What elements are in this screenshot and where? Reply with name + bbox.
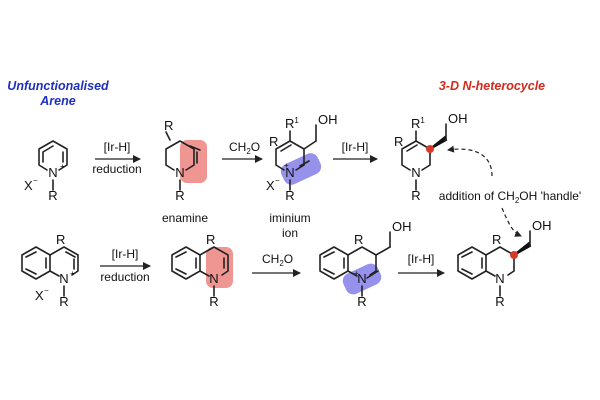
atom-OH: OH [318, 112, 338, 127]
arrow4-reagent: [Ir-H] [112, 247, 139, 261]
quinoline-iminium-structure: R OH N + R [319, 219, 412, 309]
arrow3-reagent: [Ir-H] [342, 140, 369, 154]
handle-arrow-bottom [501, 207, 522, 237]
atom-N: N [59, 271, 68, 286]
iminium-ion-structure: R1 R OH N + R X − [266, 112, 338, 203]
atom-N: N [357, 271, 366, 286]
iminium-highlight [342, 263, 382, 295]
header-3d-n-heterocycle: 3-D N-heterocycle [439, 79, 545, 93]
dihydroquinoline-structure: R N R [171, 232, 233, 309]
counterion-minus: − [275, 176, 280, 185]
atom-OH: OH [448, 111, 468, 126]
atom-R: R [269, 134, 278, 149]
atom-R: R [492, 232, 501, 247]
atom-N: N [209, 271, 218, 286]
counterion-minus: − [44, 286, 49, 295]
atom-R: R [495, 294, 504, 309]
atom-R: R [394, 134, 403, 149]
atom-N: N [495, 271, 504, 286]
label-enamine: enamine [162, 211, 208, 225]
counterion-minus: − [33, 176, 38, 185]
header-unfunctionalised-arene: Unfunctionalised [7, 79, 109, 93]
charge-plus: + [70, 269, 75, 278]
charge-plus: + [284, 161, 289, 170]
header-arene: Arene [39, 94, 75, 108]
atom-R: R [206, 232, 215, 247]
atom-R1: R1 [285, 116, 299, 131]
atom-OH: OH [532, 218, 552, 233]
charge-plus: + [60, 162, 65, 171]
atom-R: R [59, 294, 68, 309]
enamine-highlight [206, 247, 233, 288]
atom-R: R [209, 294, 218, 309]
arrow1-reagent: [Ir-H] [104, 140, 131, 154]
enamine-structure: R N R [164, 118, 207, 203]
atom-R: R [285, 188, 294, 203]
atom-N: N [411, 165, 420, 180]
counterion-X: X [24, 178, 33, 193]
quinolinium-structure: R N + R X − [21, 232, 79, 309]
stereocenter-dot [426, 145, 434, 153]
atom-R1: R1 [411, 116, 425, 131]
handle-arrow-top [447, 145, 493, 177]
tetrahydropyridine-product: R1 R OH N R [394, 111, 468, 203]
atom-N: N [48, 165, 57, 180]
iminium-highlight [280, 153, 322, 185]
atom-R: R [411, 188, 420, 203]
atom-R: R [354, 232, 363, 247]
stereocenter-dot [510, 251, 518, 259]
counterion-X: X [266, 178, 275, 193]
arrow2-reagent: CH2O [229, 140, 260, 156]
arrow4-condition: reduction [100, 270, 149, 284]
atom-R: R [164, 118, 173, 133]
label-ion: ion [282, 226, 298, 240]
atom-R: R [175, 188, 184, 203]
atom-R: R [357, 294, 366, 309]
arrow6-reagent: [Ir-H] [408, 252, 435, 266]
charge-plus: + [354, 269, 359, 278]
atom-N: N [285, 165, 294, 180]
label-iminium: iminium [269, 211, 310, 225]
tetrahydroquinoline-product: R OH N R [457, 218, 552, 309]
atom-OH: OH [392, 219, 412, 234]
atom-N: N [175, 165, 184, 180]
counterion-X: X [35, 288, 44, 303]
atom-R: R [48, 188, 57, 203]
pyridinium-structure: N + R X − [24, 140, 68, 203]
label-handle: addition of CH2OH 'handle' [439, 189, 581, 205]
arrow1-condition: reduction [92, 162, 141, 176]
atom-R: R [56, 232, 65, 247]
arrow5-reagent: CH2O [262, 252, 293, 268]
